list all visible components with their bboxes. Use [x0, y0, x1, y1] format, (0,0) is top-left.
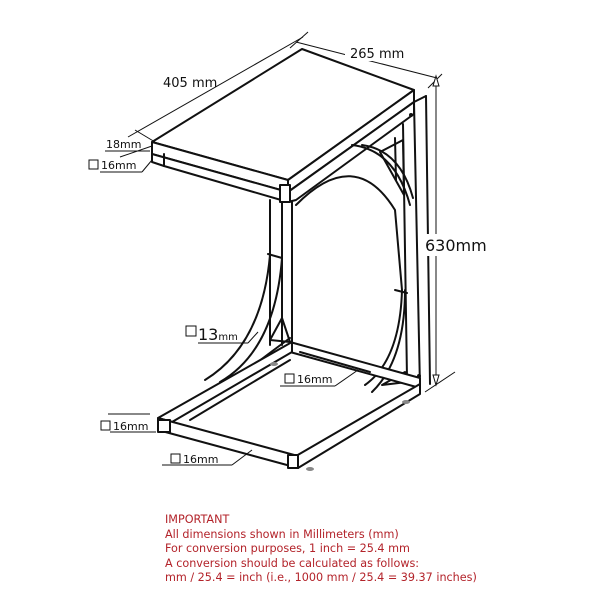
conversion-note: IMPORTANT All dimensions shown in Millim…	[165, 513, 477, 586]
base-front-label: 16mm	[183, 453, 218, 466]
width-label: 265 mm	[350, 47, 404, 62]
top-thickness-label: 18mm	[106, 138, 141, 151]
depth-label: 405 mm	[163, 76, 217, 91]
height-label: 630mm	[425, 236, 487, 255]
dimension-height: 630mm	[424, 74, 495, 393]
upright-label: 13mm	[198, 325, 238, 344]
callout-base-front: 16mm	[162, 449, 253, 466]
callout-base-rear: 16mm	[280, 369, 359, 387]
base-side-label: 16mm	[113, 420, 148, 433]
note-line: A conversion should be calculated as fol…	[165, 556, 420, 570]
callout-base-side: 16mm	[100, 413, 156, 433]
callout-top-frame: 16mm	[88, 159, 153, 173]
base-rear-label: 16mm	[297, 373, 332, 386]
callout-top-thickness: 18mm	[105, 138, 153, 158]
left-arch	[204, 253, 291, 383]
note-line: All dimensions shown in Millimeters (mm)	[165, 527, 399, 541]
dimension-depth: 405 mm	[127, 36, 304, 143]
base-frame	[157, 341, 421, 471]
top-frame-label: 16mm	[101, 159, 136, 172]
note-heading: IMPORTANT	[165, 513, 230, 526]
note-line: For conversion purposes, 1 inch = 25.4 m…	[165, 542, 410, 555]
tabletop	[151, 48, 415, 203]
note-line: mm / 25.4 = inch (i.e., 1000 mm / 25.4 =…	[165, 571, 477, 584]
